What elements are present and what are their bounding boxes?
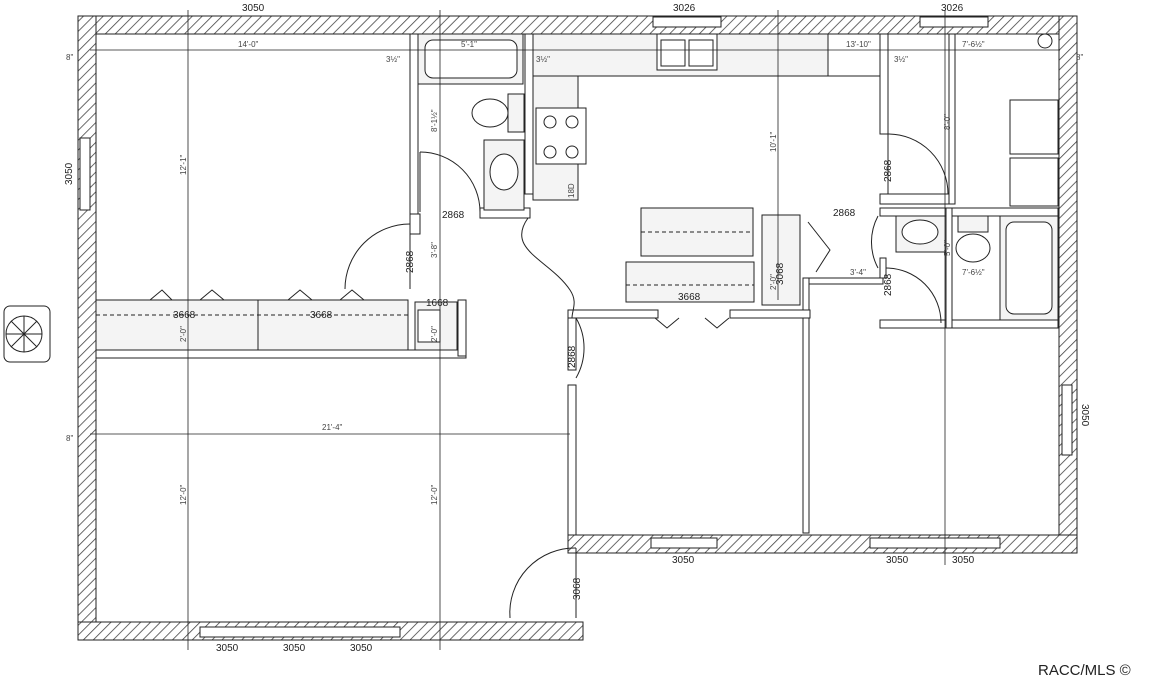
door-label: 3068	[775, 262, 786, 285]
svg-text:8'-1½": 8'-1½"	[430, 109, 439, 132]
svg-text:8": 8"	[66, 53, 73, 62]
door-swings	[344, 133, 949, 619]
svg-text:12'-0": 12'-0"	[179, 484, 188, 505]
door-label: 2868	[883, 159, 894, 182]
ceiling-fan-icon	[3, 305, 51, 363]
window-label: 3026	[941, 3, 964, 14]
window-label: 3050	[952, 555, 975, 566]
door-label: 1668	[426, 298, 449, 309]
svg-text:8": 8"	[66, 434, 73, 443]
svg-text:12'-1": 12'-1"	[179, 154, 188, 175]
refrigerator-space	[827, 33, 881, 77]
door-label: 2868	[883, 273, 894, 296]
svg-text:5'-0": 5'-0"	[943, 240, 952, 256]
door-labels: 2868 2868 1668 3668 3668 3668 2868 3068 …	[173, 159, 894, 600]
door-label: 3668	[310, 310, 333, 321]
toilet-right	[955, 233, 991, 263]
dryer	[1009, 157, 1059, 207]
svg-text:8": 8"	[1076, 53, 1083, 62]
svg-text:8'-0": 8'-0"	[943, 114, 952, 130]
door-label: 3668	[173, 310, 196, 321]
closets	[95, 207, 801, 351]
door-label: 3668	[678, 292, 701, 303]
window-label: 3050	[242, 3, 265, 14]
window-label: 3050	[283, 643, 306, 654]
svg-text:3'-8": 3'-8"	[430, 242, 439, 258]
interior-walls	[95, 33, 1059, 536]
svg-text:2'-0": 2'-0"	[179, 326, 188, 342]
window-openings	[79, 16, 1073, 638]
dimension-lines	[90, 10, 1060, 650]
stove	[535, 107, 587, 165]
window-label: 3050	[1079, 404, 1090, 427]
door-label: 2868	[833, 208, 856, 219]
svg-text:3½": 3½"	[536, 55, 550, 64]
svg-text:2'-0": 2'-0"	[769, 274, 778, 290]
fixtures	[417, 33, 1059, 343]
window-label: 3050	[886, 555, 909, 566]
svg-text:3½": 3½"	[894, 55, 908, 64]
window-label: 3026	[673, 3, 696, 14]
window-label: 3050	[350, 643, 373, 654]
door-label: 2868	[567, 345, 578, 368]
bifold-doors	[149, 289, 730, 329]
svg-text:10'-1": 10'-1"	[769, 131, 778, 152]
svg-text:2'-0": 2'-0"	[430, 326, 439, 342]
hall-curve	[521, 217, 575, 319]
toilet-bowl	[471, 98, 509, 128]
dimension-labels: 14'-0" 5'-1" 13'-10" 7'-6½" 3½" 3½" 3½" …	[66, 40, 1083, 505]
window-label: 3050	[64, 162, 75, 185]
svg-text:21'-4": 21'-4"	[322, 423, 343, 432]
svg-text:3'-4": 3'-4"	[850, 268, 866, 277]
svg-text:14'-0": 14'-0"	[238, 40, 259, 49]
fixture-circle	[1037, 33, 1053, 49]
door-label: 2868	[405, 250, 416, 273]
svg-text:18D: 18D	[567, 183, 576, 198]
svg-text:13'-10": 13'-10"	[846, 40, 871, 49]
window-label: 3050	[672, 555, 695, 566]
svg-text:12'-0": 12'-0"	[430, 484, 439, 505]
svg-text:7'-6½": 7'-6½"	[962, 268, 985, 277]
window-labels: 3050 3026 3026 3050 3050 3050 3050 3050 …	[64, 3, 1090, 654]
toilet-tank	[507, 93, 525, 133]
svg-text:3½": 3½"	[386, 55, 400, 64]
svg-text:7'-6½": 7'-6½"	[962, 40, 985, 49]
svg-text:5'-1": 5'-1"	[461, 40, 477, 49]
watermark: RACC/MLS ©	[1038, 662, 1131, 679]
door-label: 3068	[572, 577, 583, 600]
washer	[1009, 99, 1059, 155]
window-label: 3050	[216, 643, 239, 654]
door-label: 2868	[442, 210, 465, 221]
